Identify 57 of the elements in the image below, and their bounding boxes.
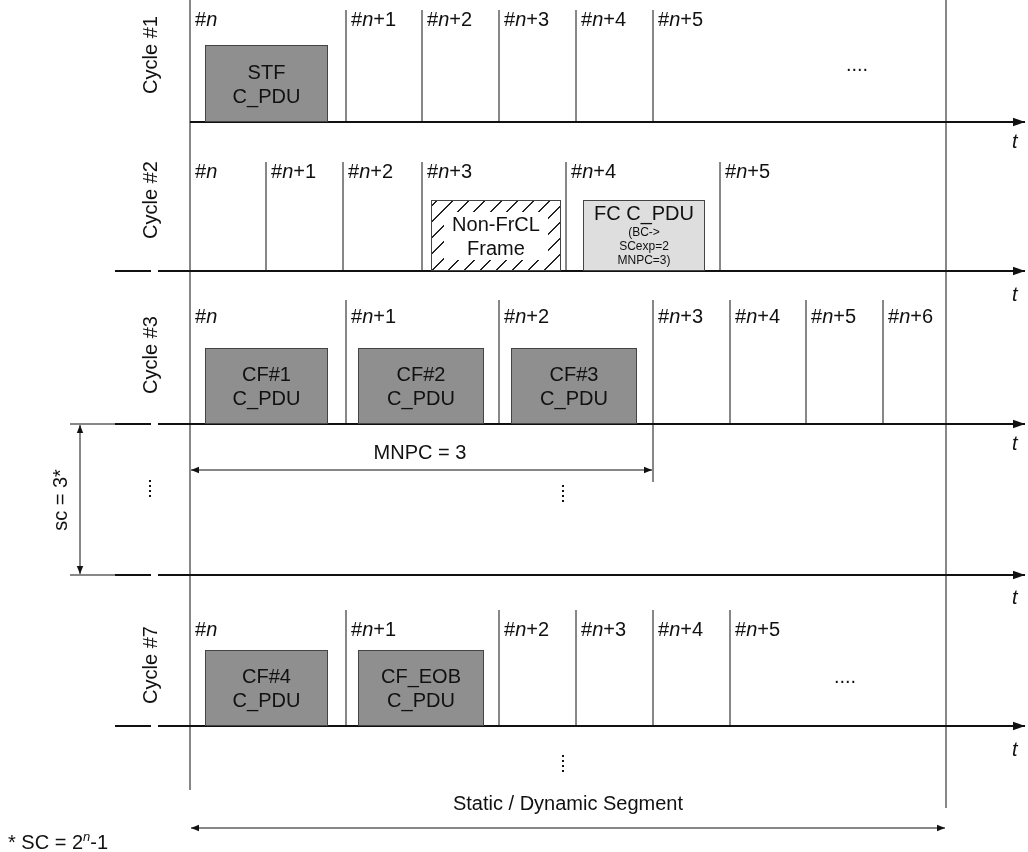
- slot-number: #n+4: [735, 305, 781, 327]
- frame-label: CF#3 C_PDU: [539, 362, 609, 410]
- frame-box: [205, 45, 328, 122]
- frame-box: [205, 348, 328, 424]
- frame-label: CF#2 C_PDU: [386, 362, 456, 410]
- slot-number: #n+5: [735, 618, 781, 640]
- frame-box: [511, 348, 637, 424]
- slot-number: #n+4: [571, 160, 617, 182]
- slot-number: #n+1: [351, 618, 397, 640]
- slot-number: #n+2: [427, 8, 473, 30]
- slot-number: #n+5: [811, 305, 857, 327]
- frame-label: CF_EOB C_PDU: [380, 664, 462, 712]
- frame-box: [358, 348, 484, 424]
- slot-number: #n+5: [725, 160, 771, 182]
- slot-number: #n+3: [427, 160, 473, 182]
- slot-number: #n+3: [658, 305, 704, 327]
- axis-label: t: [1012, 432, 1018, 454]
- slot-number: #n+3: [581, 618, 627, 640]
- frame-box: [358, 650, 484, 726]
- slot-number: #n+3: [504, 8, 550, 30]
- slot-number: #n+2: [504, 618, 550, 640]
- slot-number: #n+2: [504, 305, 550, 327]
- slot-number: #n: [195, 160, 218, 182]
- axis-label: t: [1012, 283, 1018, 305]
- cycle-label: Cycle #1: [139, 16, 161, 94]
- cycle-label: Cycle #2: [139, 161, 161, 239]
- ellipsis: ....: [833, 665, 857, 687]
- dimension-label: Static / Dynamic Segment: [452, 792, 684, 814]
- frame-label: STF C_PDU: [231, 59, 302, 108]
- slot-number: #n: [195, 305, 218, 327]
- slot-number: #n+4: [581, 8, 627, 30]
- frame-note: (BC-> SCexp=2 MNPC=3): [616, 225, 672, 267]
- slot-number: #n+4: [658, 618, 704, 640]
- hatched-frame-box: [431, 200, 561, 271]
- slot-number: #n+2: [348, 160, 394, 182]
- dimension-label: MNPC = 3: [373, 441, 467, 463]
- footnote: * SC = 2$^{n}$-1: [8, 828, 109, 852]
- frame-box: [583, 200, 705, 271]
- ellipsis: ....: [845, 53, 869, 75]
- frame-label: CF#1 C_PDU: [231, 362, 302, 410]
- slot-number: #n+6: [888, 305, 934, 327]
- slot-number: #n+1: [271, 160, 317, 182]
- frame-label: Non-FrCL Frame: [444, 211, 548, 260]
- slot-number: #n+1: [351, 8, 397, 30]
- cycle-label: Cycle #3: [139, 316, 161, 394]
- dimension-label: sc = 3*: [49, 469, 71, 531]
- slot-number: #n+1: [351, 305, 397, 327]
- frame-label: FC C_PDU: [594, 201, 694, 225]
- frame-label: CF#4 C_PDU: [231, 664, 302, 712]
- cycle-label: Cycle #7: [139, 626, 161, 704]
- slot-number: #n: [195, 618, 218, 640]
- axis-label: t: [1012, 130, 1018, 152]
- axis-label: t: [1012, 586, 1018, 608]
- slot-number: #n+5: [658, 8, 704, 30]
- slot-number: #n: [195, 8, 218, 30]
- axis-label: t: [1012, 738, 1018, 760]
- frame-box: [205, 650, 328, 726]
